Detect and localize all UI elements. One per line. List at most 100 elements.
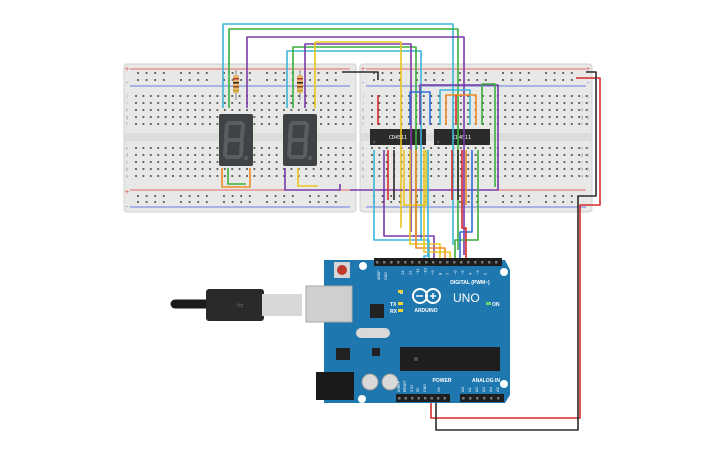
breadboard-hole[interactable] xyxy=(570,195,573,197)
breadboard-hole[interactable] xyxy=(467,123,470,125)
breadboard-hole[interactable] xyxy=(585,168,588,170)
breadboard-hole[interactable] xyxy=(398,201,401,203)
breadboard-hole[interactable] xyxy=(562,72,565,74)
breadboard-hole[interactable] xyxy=(371,175,373,177)
breadboard-hole[interactable] xyxy=(342,95,345,97)
breadboard-hole[interactable] xyxy=(459,161,462,163)
breadboard-hole[interactable] xyxy=(209,102,211,104)
breadboard-hole[interactable] xyxy=(474,154,477,156)
breadboard-hole[interactable] xyxy=(526,147,529,149)
breadboard-hole[interactable] xyxy=(172,161,174,163)
breadboard-hole[interactable] xyxy=(205,195,208,197)
breadboard-hole[interactable] xyxy=(291,195,294,197)
breadboard-hole[interactable] xyxy=(474,175,477,177)
breadboard-hole[interactable] xyxy=(349,168,352,170)
breadboard-hole[interactable] xyxy=(231,79,234,81)
breadboard-hole[interactable] xyxy=(385,123,388,125)
breadboard-hole[interactable] xyxy=(201,154,204,156)
breadboard-hole[interactable] xyxy=(527,79,530,81)
breadboard-hole[interactable] xyxy=(137,79,139,81)
breadboard-hole[interactable] xyxy=(164,116,167,118)
breadboard-hole[interactable] xyxy=(474,168,477,170)
breadboard-hole[interactable] xyxy=(216,175,219,177)
breadboard-hole[interactable] xyxy=(467,147,470,149)
breadboard-hole[interactable] xyxy=(349,147,352,149)
breadboard-hole[interactable] xyxy=(216,102,219,104)
breadboard-hole[interactable] xyxy=(342,175,345,177)
breadboard-hole[interactable] xyxy=(327,109,330,111)
breadboard-hole[interactable] xyxy=(511,95,514,97)
breadboard-hole[interactable] xyxy=(320,95,322,97)
breadboard-hole[interactable] xyxy=(291,201,294,203)
breadboard-hole[interactable] xyxy=(268,102,271,104)
breadboard-hole[interactable] xyxy=(186,95,189,97)
breadboard-hole[interactable] xyxy=(422,123,425,125)
breadboard-hole[interactable] xyxy=(260,123,263,125)
breadboard-hole[interactable] xyxy=(334,168,337,170)
breadboard-hole[interactable] xyxy=(162,201,165,203)
breadboard-hole[interactable] xyxy=(172,168,174,170)
breadboard-hole[interactable] xyxy=(149,109,152,111)
breadboard-hole[interactable] xyxy=(201,168,204,170)
breadboard-hole[interactable] xyxy=(433,201,436,203)
breadboard-hole[interactable] xyxy=(570,201,573,203)
breadboard-hole[interactable] xyxy=(378,168,381,170)
breadboard-hole[interactable] xyxy=(563,102,566,104)
breadboard-hole[interactable] xyxy=(164,109,167,111)
breadboard-hole[interactable] xyxy=(533,147,536,149)
breadboard-hole[interactable] xyxy=(253,147,256,149)
breadboard-hole[interactable] xyxy=(164,147,167,149)
breadboard-hole[interactable] xyxy=(398,72,401,74)
breadboard-hole[interactable] xyxy=(476,201,479,203)
header-pin[interactable] xyxy=(481,261,484,264)
header-pin[interactable] xyxy=(453,261,456,264)
breadboard-hole[interactable] xyxy=(253,109,256,111)
breadboard-hole[interactable] xyxy=(238,95,241,97)
breadboard-hole[interactable] xyxy=(157,109,160,111)
breadboard-hole[interactable] xyxy=(416,195,418,197)
breadboard-hole[interactable] xyxy=(489,147,492,149)
breadboard-hole[interactable] xyxy=(526,168,529,170)
breadboard-hole[interactable] xyxy=(541,109,544,111)
breadboard-hole[interactable] xyxy=(186,154,189,156)
breadboard-hole[interactable] xyxy=(142,161,145,163)
breadboard-hole[interactable] xyxy=(504,147,507,149)
breadboard-hole[interactable] xyxy=(445,154,447,156)
breadboard-hole[interactable] xyxy=(179,123,182,125)
breadboard-hole[interactable] xyxy=(533,95,536,97)
breadboard-hole[interactable] xyxy=(342,116,345,118)
breadboard-hole[interactable] xyxy=(570,161,573,163)
breadboard-hole[interactable] xyxy=(162,72,165,74)
breadboard-hole[interactable] xyxy=(545,195,547,197)
breadboard-hole[interactable] xyxy=(482,102,484,104)
breadboard-hole[interactable] xyxy=(157,175,160,177)
breadboard-hole[interactable] xyxy=(201,109,204,111)
header-pin[interactable] xyxy=(460,261,463,264)
breadboard-hole[interactable] xyxy=(186,102,189,104)
breadboard-hole[interactable] xyxy=(172,175,174,177)
breadboard-hole[interactable] xyxy=(297,102,300,104)
breadboard-hole[interactable] xyxy=(378,161,381,163)
breadboard-hole[interactable] xyxy=(563,161,566,163)
breadboard-hole[interactable] xyxy=(385,95,388,97)
breadboard-hole[interactable] xyxy=(489,168,492,170)
breadboard-hole[interactable] xyxy=(172,123,174,125)
breadboard-hole[interactable] xyxy=(511,109,514,111)
breadboard-hole[interactable] xyxy=(162,79,165,81)
breadboard-hole[interactable] xyxy=(570,123,573,125)
breadboard-hole[interactable] xyxy=(349,161,352,163)
breadboard-hole[interactable] xyxy=(511,116,514,118)
breadboard-hole[interactable] xyxy=(209,109,211,111)
breadboard-hole[interactable] xyxy=(563,168,566,170)
breadboard-hole[interactable] xyxy=(371,109,373,111)
breadboard-hole[interactable] xyxy=(393,147,396,149)
breadboard-hole[interactable] xyxy=(437,147,440,149)
breadboard-hole[interactable] xyxy=(157,95,160,97)
header-pin[interactable] xyxy=(476,397,479,400)
breadboard-hole[interactable] xyxy=(248,72,251,74)
breadboard-hole[interactable] xyxy=(137,72,139,74)
breadboard-hole[interactable] xyxy=(585,109,588,111)
breadboard-hole[interactable] xyxy=(268,168,271,170)
breadboard-hole[interactable] xyxy=(519,195,522,197)
breadboard-hole[interactable] xyxy=(149,95,152,97)
